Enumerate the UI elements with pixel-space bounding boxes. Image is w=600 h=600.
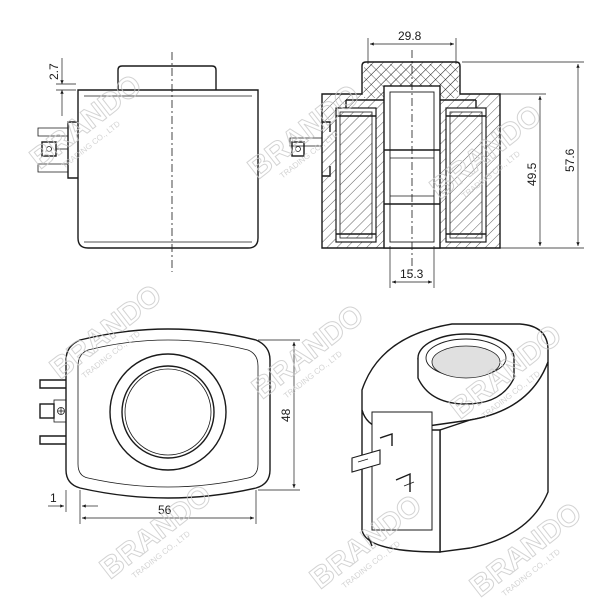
svg-text:BRANDO: BRANDO <box>24 68 148 175</box>
dim-label-29.8: 29.8 <box>398 29 422 43</box>
svg-text:BRANDO: BRANDO <box>246 298 370 405</box>
dim-width-top: 29.8 <box>367 29 457 64</box>
front-connector <box>37 121 78 179</box>
dim-label-15.3: 15.3 <box>400 267 424 281</box>
dim-height-total: 57.6 <box>462 61 584 249</box>
dim-label-1: 1 <box>50 491 57 505</box>
dim-height-bottom: 48 <box>258 339 300 491</box>
dim-top-offset: 2.7 <box>47 58 76 116</box>
top-view: 48 56 1 <box>39 328 300 524</box>
dim-bore: 15.3 <box>389 246 435 288</box>
dim-offset-bottom: 1 <box>48 490 98 512</box>
top-connector <box>39 379 67 445</box>
iso-connector <box>351 433 415 492</box>
section-view: 29.8 49.5 57.6 15.3 <box>289 29 584 288</box>
dim-label-48: 48 <box>279 408 293 422</box>
dim-label-49.5: 49.5 <box>525 162 539 186</box>
dim-label-2.7: 2.7 <box>47 63 61 80</box>
dim-height-inner: 49.5 <box>462 93 546 249</box>
dim-label-56: 56 <box>158 503 172 517</box>
isometric-view <box>351 323 549 553</box>
front-view: 2.7 <box>37 52 259 272</box>
dim-label-57.6: 57.6 <box>563 148 577 172</box>
dim-width-bottom: 56 <box>79 490 257 524</box>
section-connector <box>289 121 331 177</box>
